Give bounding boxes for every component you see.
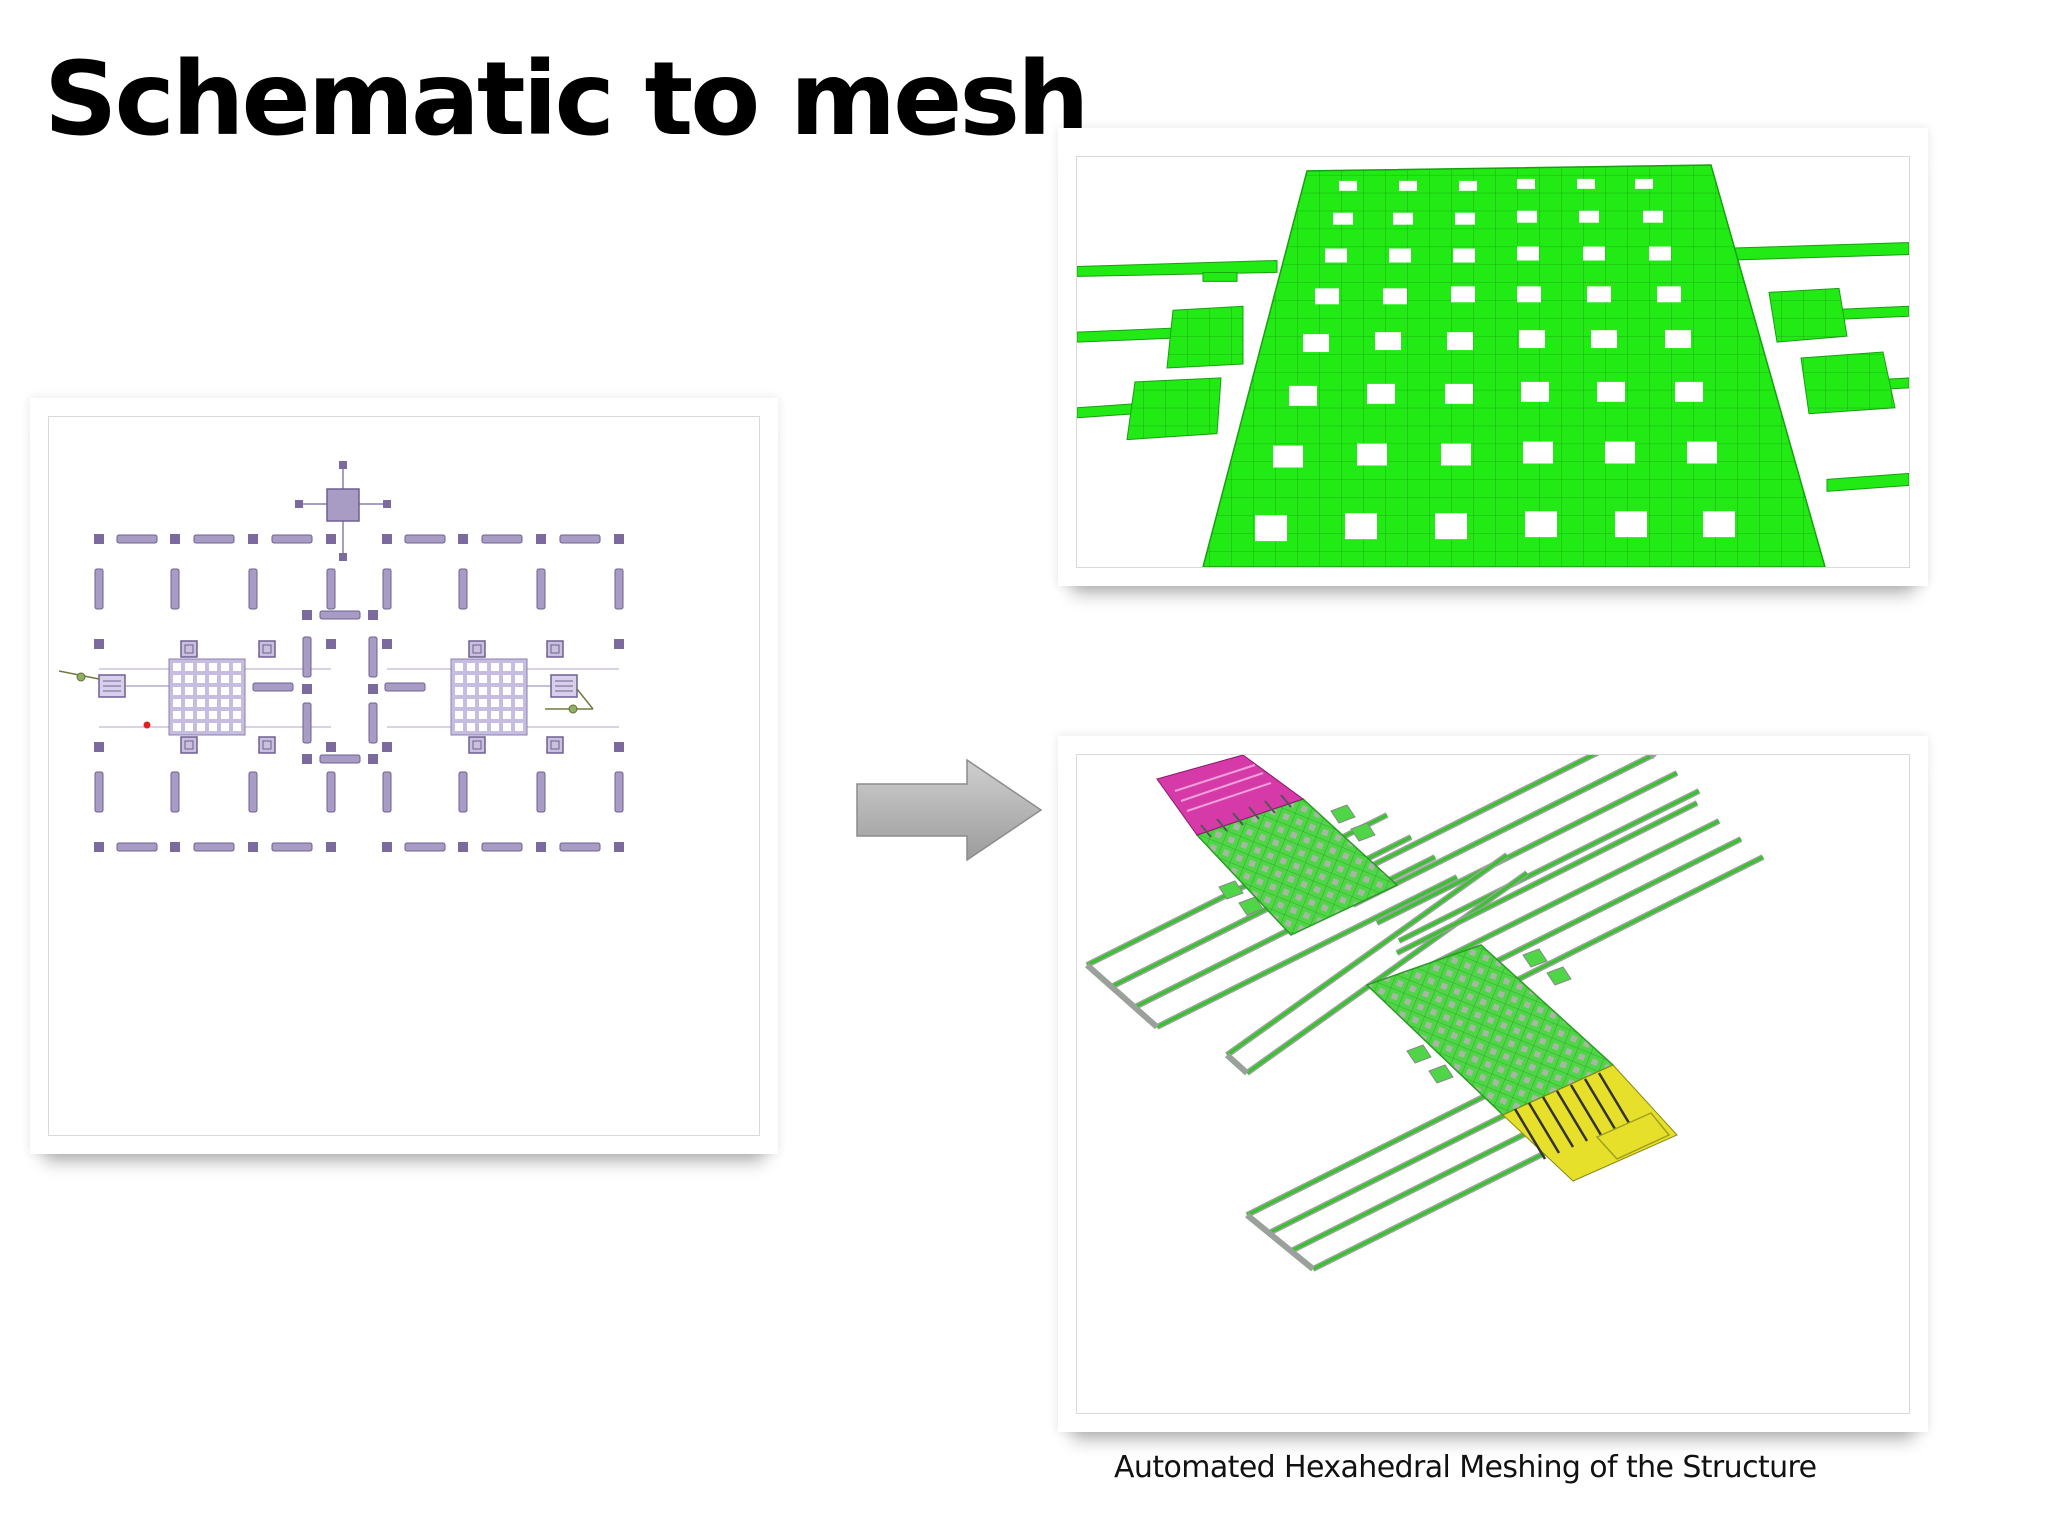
schematic-image bbox=[48, 416, 760, 1136]
schematic-quadrant-ur bbox=[382, 534, 624, 669]
schematic-plate-left bbox=[168, 658, 246, 736]
schematic-left-comb bbox=[58, 670, 169, 729]
slide-title: Schematic to mesh bbox=[44, 40, 1090, 159]
mesh-plate-upper bbox=[1156, 755, 1399, 936]
schematic-plate-right bbox=[450, 658, 528, 736]
mesh-closeup-frame bbox=[1058, 128, 1928, 586]
schematic-quadrant-ul bbox=[94, 534, 336, 669]
schematic-top-sensor bbox=[295, 461, 391, 561]
schematic-image-frame bbox=[30, 398, 778, 1154]
schematic-quadrant-ll bbox=[94, 727, 336, 852]
mesh-full-frame bbox=[1058, 736, 1928, 1432]
mesh-full-image bbox=[1076, 754, 1910, 1414]
mesh-plate-lower bbox=[1365, 944, 1678, 1182]
mesh-closeup-image bbox=[1076, 156, 1910, 568]
right-arrow-icon bbox=[856, 758, 1043, 862]
figure-caption: Automated Hexahedral Meshing of the Stru… bbox=[1114, 1450, 1817, 1485]
schematic-drawing bbox=[58, 461, 759, 1135]
mesh-perforated-plate bbox=[1202, 164, 1826, 567]
mesh-rails-left bbox=[1087, 815, 1457, 1027]
mesh-anchor-pads bbox=[1126, 287, 1896, 441]
schematic-quadrant-lr bbox=[382, 727, 624, 852]
schematic-right-comb bbox=[527, 674, 594, 714]
mesh-anchor-cubes bbox=[1218, 804, 1572, 1084]
mesh-rails-lower bbox=[1247, 1065, 1613, 1269]
mesh-full-drawing bbox=[1077, 755, 1909, 1413]
schematic-center-loop bbox=[252, 610, 426, 764]
mesh-rail-center bbox=[1224, 852, 1529, 1076]
mesh-closeup-drawing bbox=[1077, 164, 1909, 567]
